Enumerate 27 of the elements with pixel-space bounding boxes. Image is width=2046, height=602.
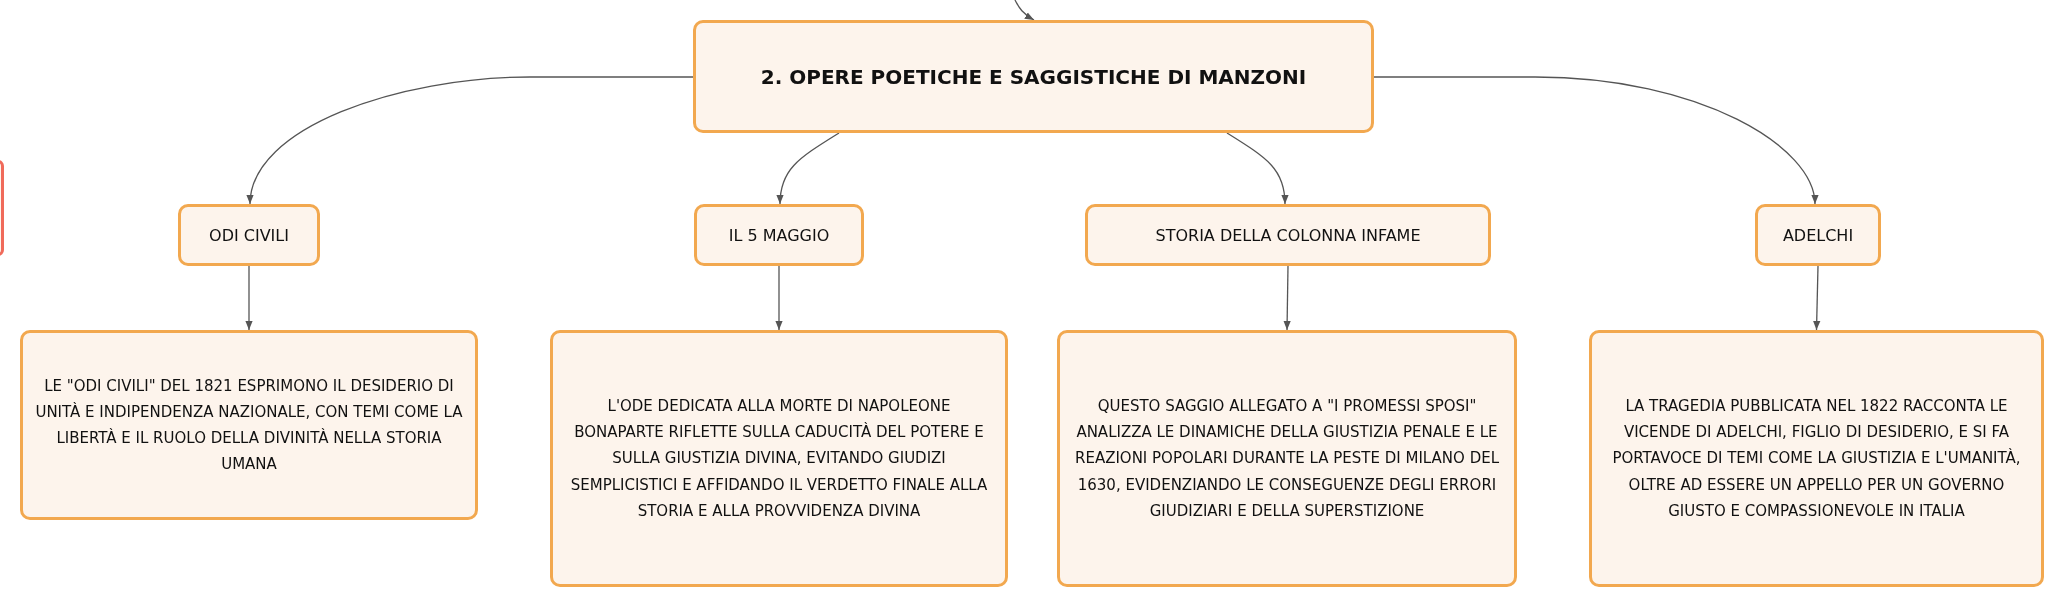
connector-arrow: [1373, 76, 1818, 205]
topic-label: ADELCHI: [1782, 225, 1854, 245]
topic-label: ODI CIVILI: [209, 225, 289, 245]
description-text: LA TRAGEDIA PUBBLICATA NEL 1822 RACCONTA LE VICENDE DI ADELCHI, FIGLIO DI DESIDERIO, E SI FA PORTAVOCE DI TEMI COME LA GIUSTIZIA E L'UMANITÀ, OLTRE AD ESSERE UN APPELLO PER UN GOVERNO GIUSTO E COMPASSIONEVOLE IN ITALIA: [1611, 395, 2022, 522]
description-box: [1057, 330, 1517, 587]
topic-box: [693, 20, 1374, 133]
description-box: [1589, 330, 2044, 587]
subtopic-box: [694, 204, 864, 266]
subtopic-box: [1085, 204, 1491, 266]
topic-label: IL 5 MAGGIO: [728, 225, 830, 245]
subtopic-box: [178, 204, 320, 266]
topic-label: STORIA DELLA COLONNA INFAME: [1155, 225, 1421, 245]
connector-arrow: [247, 76, 694, 205]
description-text: LE "ODI CIVILI" DEL 1821 ESPRIMONO IL DESIDERIO DI UNITÀ E INDIPENDENZA NAZIONALE, CON TEMI COME LA LIBERTÀ E IL RUOLO DELLA DIVINITÀ NELLA STORIA UMANA: [34, 375, 464, 476]
connector-arrow: [1226, 132, 1289, 205]
description-text: QUESTO SAGGIO ALLEGATO A "I PROMESSI SPOSI" ANALIZZA LE DINAMICHE DELLA GIUSTIZIA PENALE E LE REAZIONI POPOLARI DURANTE LA PESTE DI MILANO DEL 1630, EVIDENZIANDO LE CONSEGUENZE DEGLI ERRORI GIUDIZIARI E DELLA SUPERSTIZIONE: [1074, 395, 1500, 522]
connector-arrow: [1283, 265, 1291, 331]
description-box: [20, 330, 478, 520]
connector-arrow: [775, 265, 783, 331]
connector-arrow: [1813, 265, 1821, 331]
connector-arrow: [245, 265, 253, 331]
subtopic-box: [1755, 204, 1881, 266]
topic-label: 2. OPERE POETICHE E SAGGISTICHE DI MANZONI: [760, 64, 1307, 89]
connector-arrow: [776, 132, 840, 205]
description-box: [550, 330, 1008, 587]
connector-arrow: [1014, 0, 1035, 21]
description-text: L'ODE DEDICATA ALLA MORTE DI NAPOLEONE BONAPARTE RIFLETTE SULLA CADUCITÀ DEL POTERE E SULLA GIUSTIZIA DIVINA, EVITANDO GIUDIZI SEMPLICISTICI E AFFIDANDO IL VERDETTO FINALE ALLA STORIA E ALLA PROVVIDENZA DIVINA: [569, 395, 989, 522]
